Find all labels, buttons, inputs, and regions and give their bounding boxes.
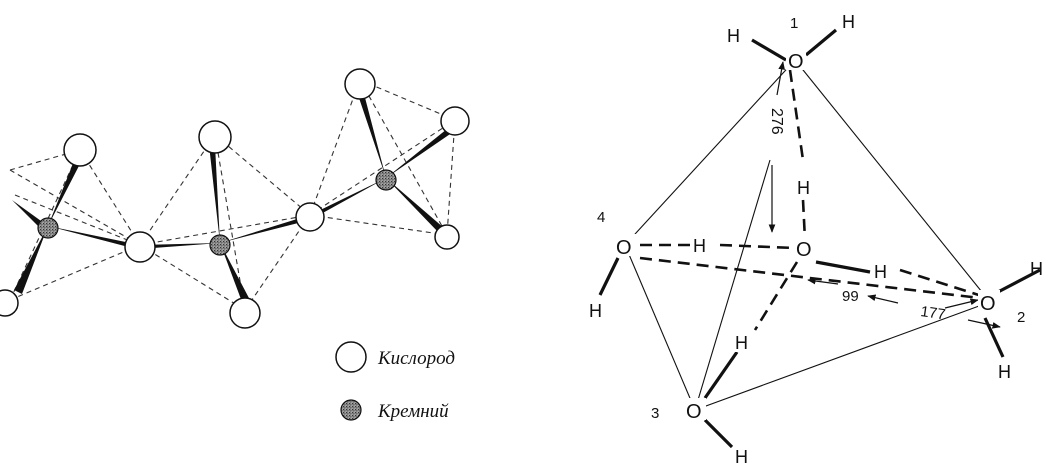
distance-label: 276 bbox=[768, 108, 785, 135]
oxygen-atom bbox=[0, 289, 19, 317]
oxygen-label-2: O bbox=[980, 293, 996, 315]
measurement-labels: 276 99 177 bbox=[768, 108, 947, 323]
oxygen-atoms bbox=[0, 68, 470, 329]
covalent-bonds bbox=[598, 28, 1041, 449]
angle-large-label: 177 bbox=[919, 303, 946, 323]
oxygen-label-1: O bbox=[788, 51, 804, 73]
oxygen-atom bbox=[198, 120, 232, 154]
hydrogen-label: H bbox=[998, 362, 1011, 382]
hydrogen-label: H bbox=[735, 333, 748, 353]
legend: Кислород Кремний bbox=[335, 341, 455, 422]
si-o-bonds bbox=[12, 90, 456, 302]
hydrogen-label: H bbox=[589, 301, 602, 321]
molecule-number-2: 2 bbox=[1017, 309, 1025, 326]
oxygen-atom bbox=[434, 224, 460, 250]
oxygen-atom bbox=[295, 202, 325, 232]
hydrogen-label: H bbox=[727, 26, 740, 46]
legend-silicon-swatch bbox=[340, 399, 362, 421]
hydrogen-bonds bbox=[639, 69, 986, 331]
oxygen-atom bbox=[440, 106, 470, 136]
oxygen-label-4: O bbox=[616, 237, 632, 259]
molecule-number-3: 3 bbox=[651, 405, 659, 422]
tetrahedron-outline bbox=[624, 59, 991, 411]
legend-oxygen-label: Кислород bbox=[377, 348, 455, 369]
tetrahedron-edges bbox=[9, 79, 456, 311]
oxygen-atom bbox=[344, 68, 376, 100]
oxygen-atom bbox=[229, 297, 261, 329]
hydrogen-label: H bbox=[693, 236, 706, 256]
silicon-atom bbox=[375, 169, 397, 191]
silicate-chain-diagram: Кислород Кремний bbox=[0, 68, 470, 422]
hydrogen-label: H bbox=[735, 447, 748, 467]
oxygen-label-3: O bbox=[686, 401, 702, 423]
molecule-number-1: 1 bbox=[790, 15, 798, 32]
legend-oxygen-swatch bbox=[335, 341, 367, 373]
oxygen-atom bbox=[124, 231, 156, 263]
silicon-atom bbox=[37, 217, 59, 239]
legend-silicon-label: Кремний bbox=[377, 401, 449, 422]
molecule-number-4: 4 bbox=[597, 209, 605, 226]
oxygen-label-center: O bbox=[796, 239, 812, 261]
water-structure-diagram: O O O O O H H H H H H H H H H bbox=[589, 12, 1043, 467]
hydrogen-label: H bbox=[797, 178, 810, 198]
hydrogen-label: H bbox=[842, 12, 855, 32]
angle-small-label: 99 bbox=[842, 288, 859, 305]
oxygen-labels: O O O O O bbox=[614, 48, 1000, 423]
measurement-arrows bbox=[768, 61, 1001, 329]
oxygen-atom bbox=[63, 133, 97, 167]
molecule-numbers: 1 2 3 4 bbox=[597, 15, 1025, 422]
hydrogen-labels: H H H H H H H H H H bbox=[589, 12, 1043, 467]
silicon-atom bbox=[209, 234, 231, 256]
silicon-atoms bbox=[37, 169, 397, 256]
hydrogen-label: H bbox=[874, 262, 887, 282]
hydrogen-label: H bbox=[1030, 259, 1043, 279]
